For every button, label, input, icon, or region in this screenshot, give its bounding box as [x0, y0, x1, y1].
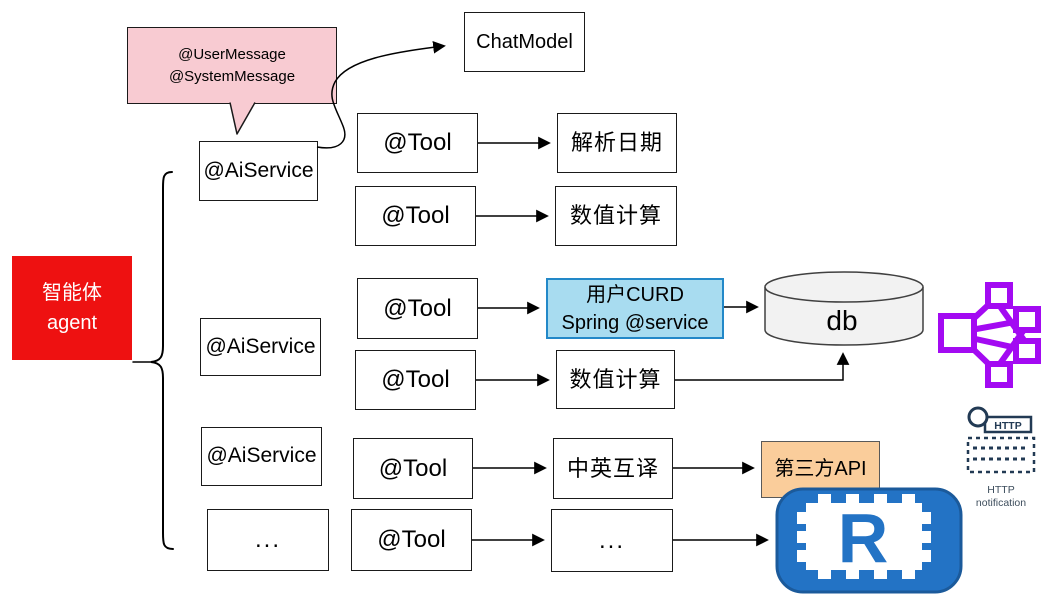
third-party-api-label: 第三方API — [774, 458, 867, 480]
ai-service-label: @AiService — [203, 158, 314, 182]
chip-body — [797, 494, 931, 579]
db-label: db — [826, 305, 857, 336]
third-party-api-box: 第三方API — [761, 441, 880, 498]
tool-box-3: @Tool — [357, 278, 478, 339]
user-message-annotation: @UserMessage — [178, 45, 286, 63]
tool-box-4: @Tool — [355, 350, 476, 410]
tool-label: @Tool — [378, 454, 448, 482]
parse-date-label: 解析日期 — [570, 130, 663, 156]
tool-label: @Tool — [383, 294, 452, 322]
group-brace — [132, 171, 174, 550]
ai-service-label: @AiService — [205, 334, 316, 358]
ai-service-label: @AiService — [206, 444, 317, 468]
tool-label: @Tool — [381, 202, 450, 229]
tool-label: @Tool — [381, 366, 450, 393]
http-caption-line1: HTTP — [987, 484, 1014, 496]
spring-service-label: Spring @service — [561, 311, 709, 334]
tool-box-5: @Tool — [353, 438, 473, 499]
http-caption-line2: notification — [976, 497, 1026, 509]
http-notification-icon: HTTP HTTP notification — [966, 406, 1036, 509]
message-annotation-callout: @UserMessage @SystemMessage — [127, 27, 337, 104]
ai-service-box-2: @AiService — [200, 318, 321, 376]
user-crud-label: 用户CURD — [586, 283, 684, 306]
system-message-annotation: @SystemMessage — [168, 67, 296, 85]
arrow-calc-to-db — [675, 352, 850, 381]
ellipsis-label: ... — [598, 526, 625, 554]
translation-box: 中英互译 — [553, 438, 673, 499]
agent-box: 智能体 agent — [12, 256, 132, 360]
message-queue-chip-icon: R — [775, 487, 963, 594]
numeric-calc-box-2: 数值计算 — [556, 350, 675, 409]
chat-model-label: ChatModel — [476, 30, 573, 53]
tool-label: @Tool — [383, 129, 452, 156]
ellipsis-label: ... — [254, 526, 281, 553]
network-fanout-icon — [938, 282, 1041, 388]
tool-label: @Tool — [377, 526, 446, 553]
ai-service-box-1: @AiService — [199, 141, 318, 201]
ai-service-box-ellipsis: ... — [207, 509, 329, 571]
tool-box-2: @Tool — [355, 186, 476, 246]
tool-box-6: @Tool — [351, 509, 472, 571]
tool-box-1: @Tool — [357, 113, 478, 173]
ai-service-box-3: @AiService — [201, 427, 322, 486]
chip-letter: R — [838, 499, 889, 577]
numeric-calc-label: 数值计算 — [569, 203, 662, 229]
agent-label-cn: 智能体 — [42, 282, 102, 304]
numeric-calc-box-1: 数值计算 — [555, 186, 677, 246]
agent-label-en: agent — [46, 312, 98, 334]
user-crud-service-box: 用户CURD Spring @service — [546, 278, 724, 339]
translation-label: 中英互译 — [566, 455, 659, 481]
chat-model-box: ChatModel — [464, 12, 585, 72]
numeric-calc-label: 数值计算 — [569, 366, 662, 392]
target-box-ellipsis: ... — [551, 509, 673, 572]
parse-date-box: 解析日期 — [557, 113, 677, 173]
database-cylinder: db — [764, 271, 924, 346]
http-bar-label: HTTP — [994, 420, 1021, 432]
callout-tail — [229, 100, 256, 135]
